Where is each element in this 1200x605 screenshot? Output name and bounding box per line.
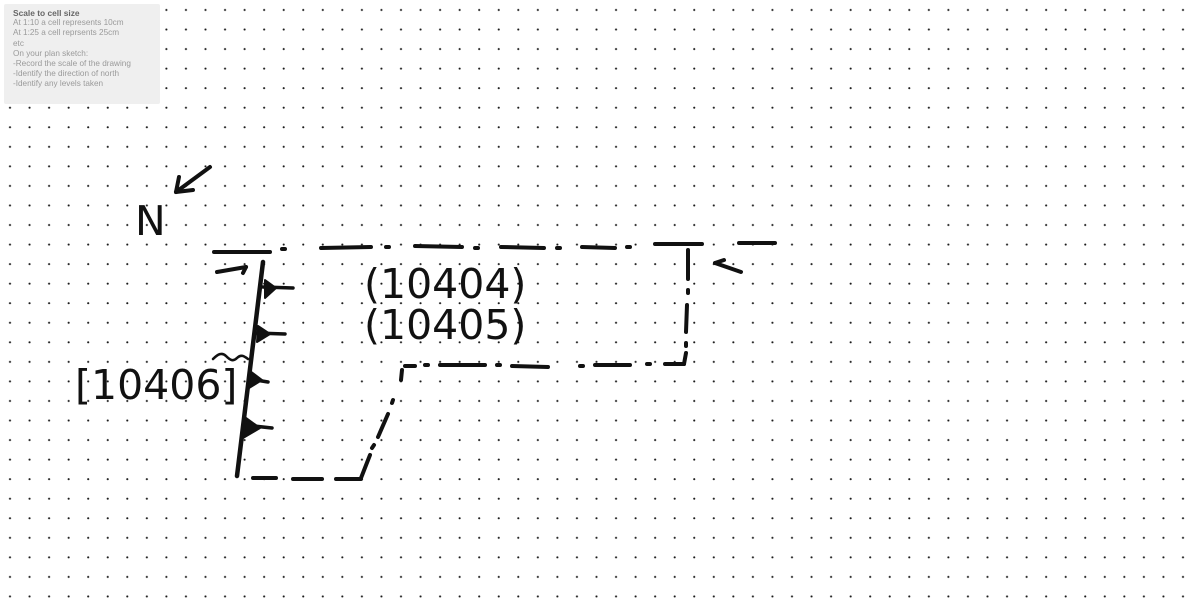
instructions-line: At 1:10 a cell represents 10cm [13,18,124,28]
hachures [242,279,295,439]
instructions-line: -Identify any levels taken [13,79,104,89]
instructions-title: Scale to cell size [13,8,80,18]
top-context-boundary [212,241,777,254]
instructions-line: etc [13,38,24,48]
north-label: N [135,197,166,245]
north-arrow-icon [174,165,212,194]
instructions-line: -Identify the direction of north [13,69,120,79]
instructions-line: -Record the scale of the drawing [13,59,131,69]
instructions-line: At 1:25 a cell reprsents 25cm [13,28,120,38]
cut-label-leader [211,352,250,362]
context-label-10405: (10405) [364,301,526,349]
right-context-boundary [682,248,690,366]
step-boundary [403,362,686,369]
cut-label-10406: [10406] [75,361,237,409]
instructions-line: On your plan sketch: [13,48,89,58]
scale-instructions-box: Scale to cell size At 1:10 a cell repres… [4,4,160,104]
context-label-10404: (10404) [364,260,526,308]
diagonal-boundary [359,368,404,480]
bottom-boundary [251,476,363,481]
left-section-marker [215,265,248,275]
right-section-marker [713,258,743,274]
cut-edge-line [234,259,266,479]
